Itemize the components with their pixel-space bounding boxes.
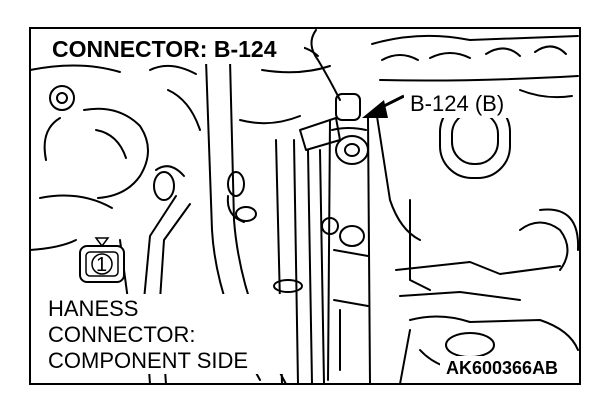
diagram-title: CONNECTOR: B-124 — [52, 36, 277, 62]
harness-label-line-1: HANESS — [48, 296, 138, 321]
connector-callout: B-124 (B) — [410, 91, 504, 116]
callout-background — [404, 90, 514, 118]
harness-connector-symbol: 1 — [79, 237, 125, 283]
harness-label-line-3: COMPONENT SIDE — [48, 348, 248, 373]
figure-code: AK600366AB — [446, 358, 558, 378]
caption-background — [40, 294, 290, 374]
figure-code-background — [440, 356, 576, 380]
harness-label-line-2: CONNECTOR: — [48, 322, 196, 347]
title-background — [46, 34, 304, 64]
pin-number: 1 — [96, 254, 107, 276]
callout-arrow — [362, 94, 405, 118]
